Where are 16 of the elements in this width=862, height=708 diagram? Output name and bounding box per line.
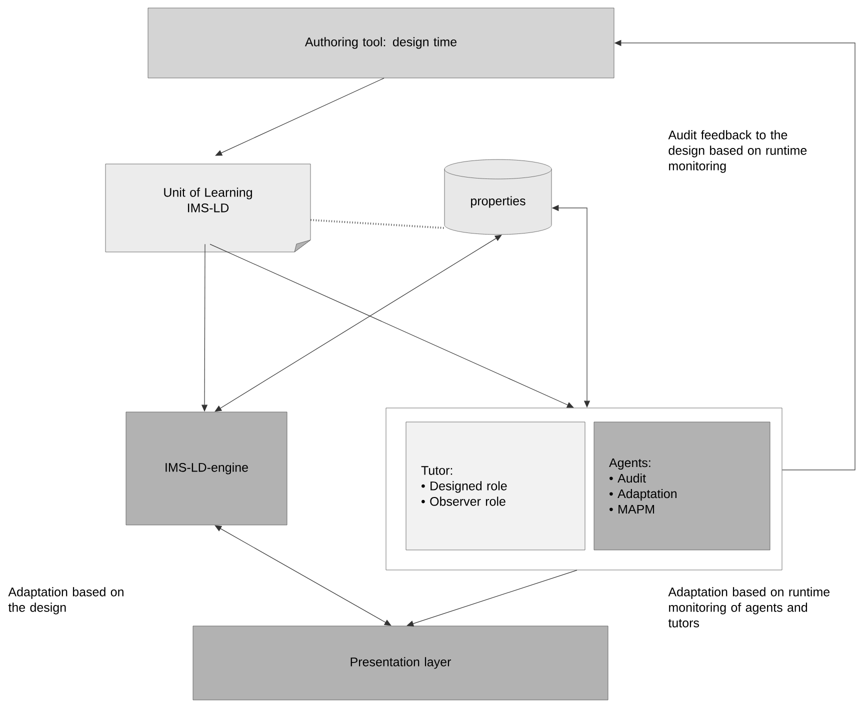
process-box: Authoring tool: design time xyxy=(148,8,614,78)
connector-arrow xyxy=(215,78,384,156)
connector-arrow xyxy=(210,244,574,408)
annotation-text: Adaptation based on the design xyxy=(8,587,124,614)
process-box: Agents: • Audit • Adaptation • MAPM xyxy=(594,422,770,550)
annotation-text: Audit feedback to the design based on runtime monitoring xyxy=(668,130,807,173)
document-box: Unit of Learning IMS-LD xyxy=(105,164,311,252)
connector-line xyxy=(310,218,444,229)
connector-arrow xyxy=(214,234,502,412)
connector-arrow xyxy=(406,570,578,627)
process-box: Tutor: • Designed role • Observer role xyxy=(406,422,586,550)
process-box: IMS-LD-engine xyxy=(126,412,288,526)
process-box: Presentation layer xyxy=(192,626,608,700)
annotation-text: Adaptation based on runtime monitoring of agents and tutors xyxy=(668,587,830,628)
connector-arrow xyxy=(214,525,392,626)
database-cylinder: properties xyxy=(444,159,552,235)
